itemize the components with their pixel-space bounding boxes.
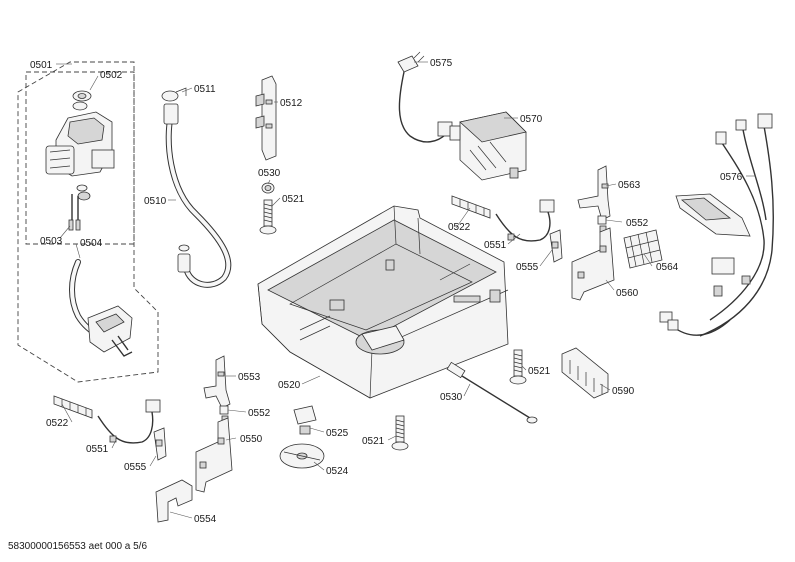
label-0554: 0554 <box>194 514 217 525</box>
label-0521-bottom: 0521 <box>362 436 385 447</box>
label-0521-top: 0521 <box>282 194 305 205</box>
part-0550-bracket <box>195 417 233 493</box>
assembly-inner-outline <box>25 71 135 245</box>
part-0590-grill <box>561 347 609 399</box>
part-0521-screw-b <box>509 349 527 385</box>
label-0522-right: 0522 <box>448 222 471 233</box>
part-0511-clamp <box>161 87 187 102</box>
label-0524: 0524 <box>326 466 349 477</box>
part-0512-bracket <box>255 75 277 161</box>
label-0501: 0501 <box>30 60 53 71</box>
part-0504-valve <box>87 305 133 357</box>
label-0511: 0511 <box>194 84 216 95</box>
label-0530-bottom: 0530 <box>440 392 463 403</box>
label-0530-top: 0530 <box>258 168 281 179</box>
label-0551-right: 0551 <box>484 240 507 251</box>
label-0512: 0512 <box>280 98 303 109</box>
part-0555-clip-b <box>153 427 167 461</box>
part-0524-disc <box>279 443 325 469</box>
label-0522-left: 0522 <box>46 418 69 429</box>
part-0521-screw-a <box>259 199 277 235</box>
drawing-reference-footer: 58300000156553 aet 000 a 5/6 <box>8 541 148 552</box>
label-0504: 0504 <box>80 238 103 249</box>
part-0522-strip-b <box>53 395 93 419</box>
label-0550: 0550 <box>240 434 263 445</box>
part-0575-power-cord <box>397 51 453 143</box>
label-0555-left: 0555 <box>124 462 147 473</box>
part-0576-wiring-harness <box>659 113 774 337</box>
part-0554-bracket <box>155 479 193 523</box>
label-0563: 0563 <box>618 180 641 191</box>
part-0530-sensor-rod <box>446 361 538 424</box>
assembly-outline-0501 <box>17 61 159 383</box>
label-0521-mid: 0521 <box>528 366 551 377</box>
part-0553-bracket <box>203 355 231 409</box>
part-0564-basket <box>623 229 663 269</box>
label-0590: 0590 <box>612 386 635 397</box>
part-0525-connector <box>293 405 317 435</box>
part-inlet-valve <box>45 111 115 231</box>
label-0570: 0570 <box>520 114 543 125</box>
label-0555-right: 0555 <box>516 262 539 273</box>
part-0552-clip-a <box>597 215 607 233</box>
label-0510: 0510 <box>144 196 167 207</box>
part-0520-base-tub <box>257 205 509 399</box>
part-0502-ring <box>72 90 92 111</box>
label-0552-left: 0552 <box>248 408 271 419</box>
label-0553: 0553 <box>238 372 261 383</box>
part-0522-strip-a <box>451 195 491 219</box>
label-0564: 0564 <box>656 262 679 273</box>
label-0552-right: 0552 <box>626 218 649 229</box>
label-0503: 0503 <box>40 236 63 247</box>
label-0560: 0560 <box>616 288 639 299</box>
label-0575: 0575 <box>430 58 453 69</box>
label-0576: 0576 <box>720 172 743 183</box>
part-0563-bracket <box>577 165 611 221</box>
label-0520: 0520 <box>278 380 301 391</box>
part-0530-nut <box>261 182 275 194</box>
label-0502: 0502 <box>100 70 123 81</box>
part-0551-sensor-b <box>97 399 161 444</box>
part-0521-screw-c <box>391 415 409 451</box>
label-0551-left: 0551 <box>86 444 109 455</box>
label-0525: 0525 <box>326 428 349 439</box>
part-0555-clip-a <box>549 229 563 263</box>
part-0551-sensor-a <box>495 199 555 242</box>
part-0560-bracket <box>571 227 615 301</box>
leader-lines <box>56 61 756 519</box>
part-0570-control-module <box>449 111 527 181</box>
